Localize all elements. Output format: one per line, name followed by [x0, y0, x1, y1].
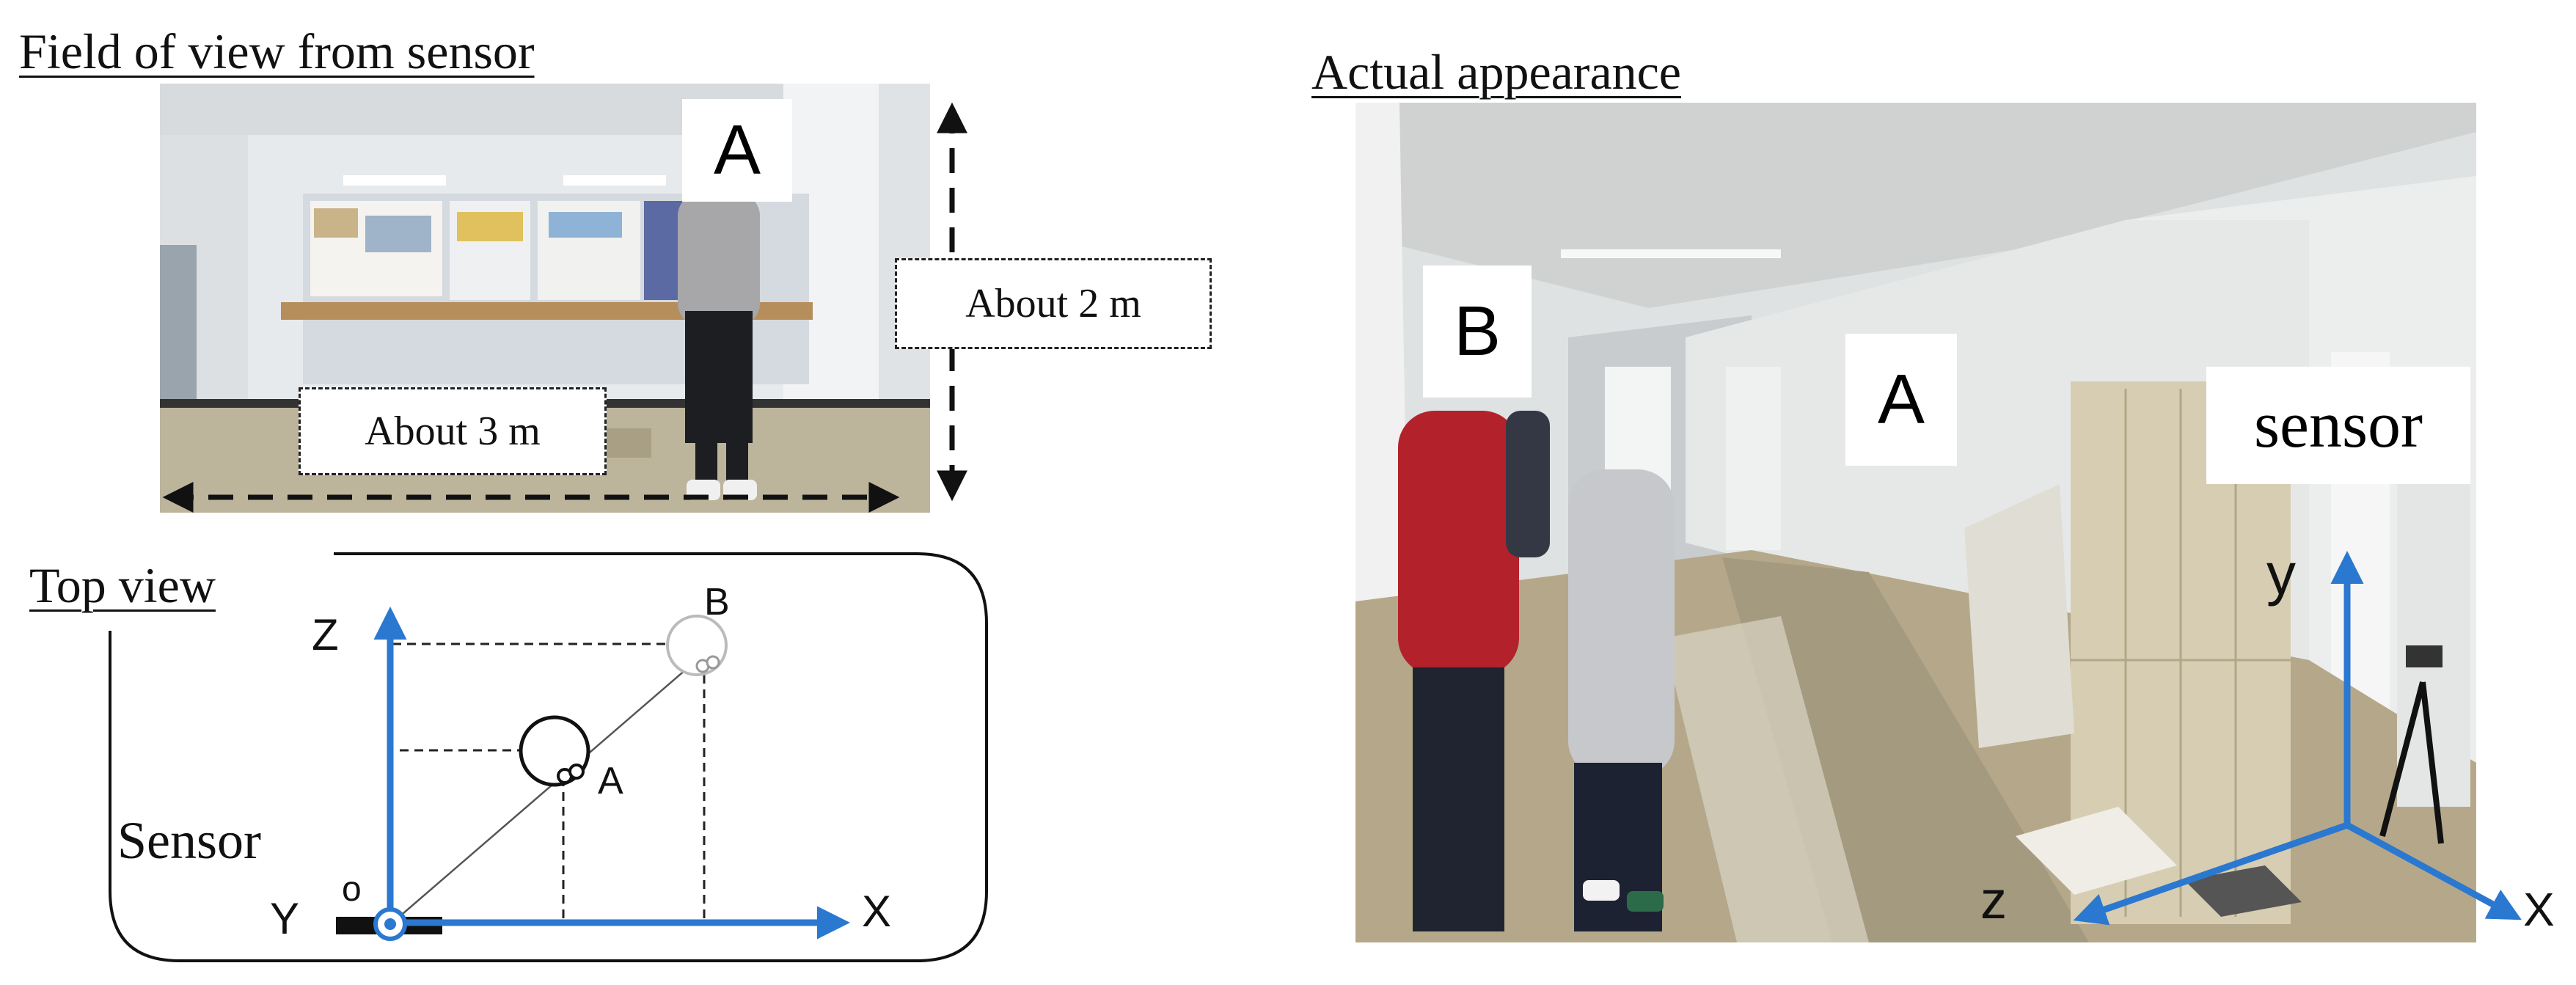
actual-sensor-label: sensor [2206, 367, 2470, 484]
person-b-figure [1398, 411, 1519, 675]
actual-title: Actual appearance [1311, 44, 1681, 100]
person-a-figure [1568, 469, 1675, 777]
fov-title: Field of view from sensor [19, 23, 535, 79]
top-view-axis-z: Z [312, 610, 339, 659]
top-view-frame [109, 552, 988, 962]
actual-photo-illustration [1355, 103, 2476, 942]
top-view-sensor-label: Sensor [117, 811, 261, 870]
top-view-axis-y: Y [270, 894, 299, 943]
fov-photo-illustration [160, 84, 930, 513]
actual-axis-z: z [1980, 871, 2007, 930]
actual-z-axis [2073, 821, 2349, 926]
actual-label-a: A [1845, 334, 1957, 466]
actual-axis-x: X [2523, 883, 2555, 936]
top-view-axis-x: X [862, 887, 891, 936]
actual-x-axis [2345, 822, 2522, 920]
width-label: About 3 m [299, 387, 607, 475]
top-view-title: Top view [29, 557, 216, 613]
actual-axis-y: y [2266, 541, 2296, 607]
actual-photo [1355, 103, 2476, 942]
fov-label-a: A [682, 99, 792, 202]
actual-label-b: B [1423, 266, 1532, 398]
fov-photo [160, 84, 930, 513]
top-view-point-b: B [704, 581, 730, 623]
top-view-point-a: A [598, 760, 623, 802]
height-label: About 2 m [895, 258, 1212, 349]
top-view-origin: o [342, 870, 362, 909]
